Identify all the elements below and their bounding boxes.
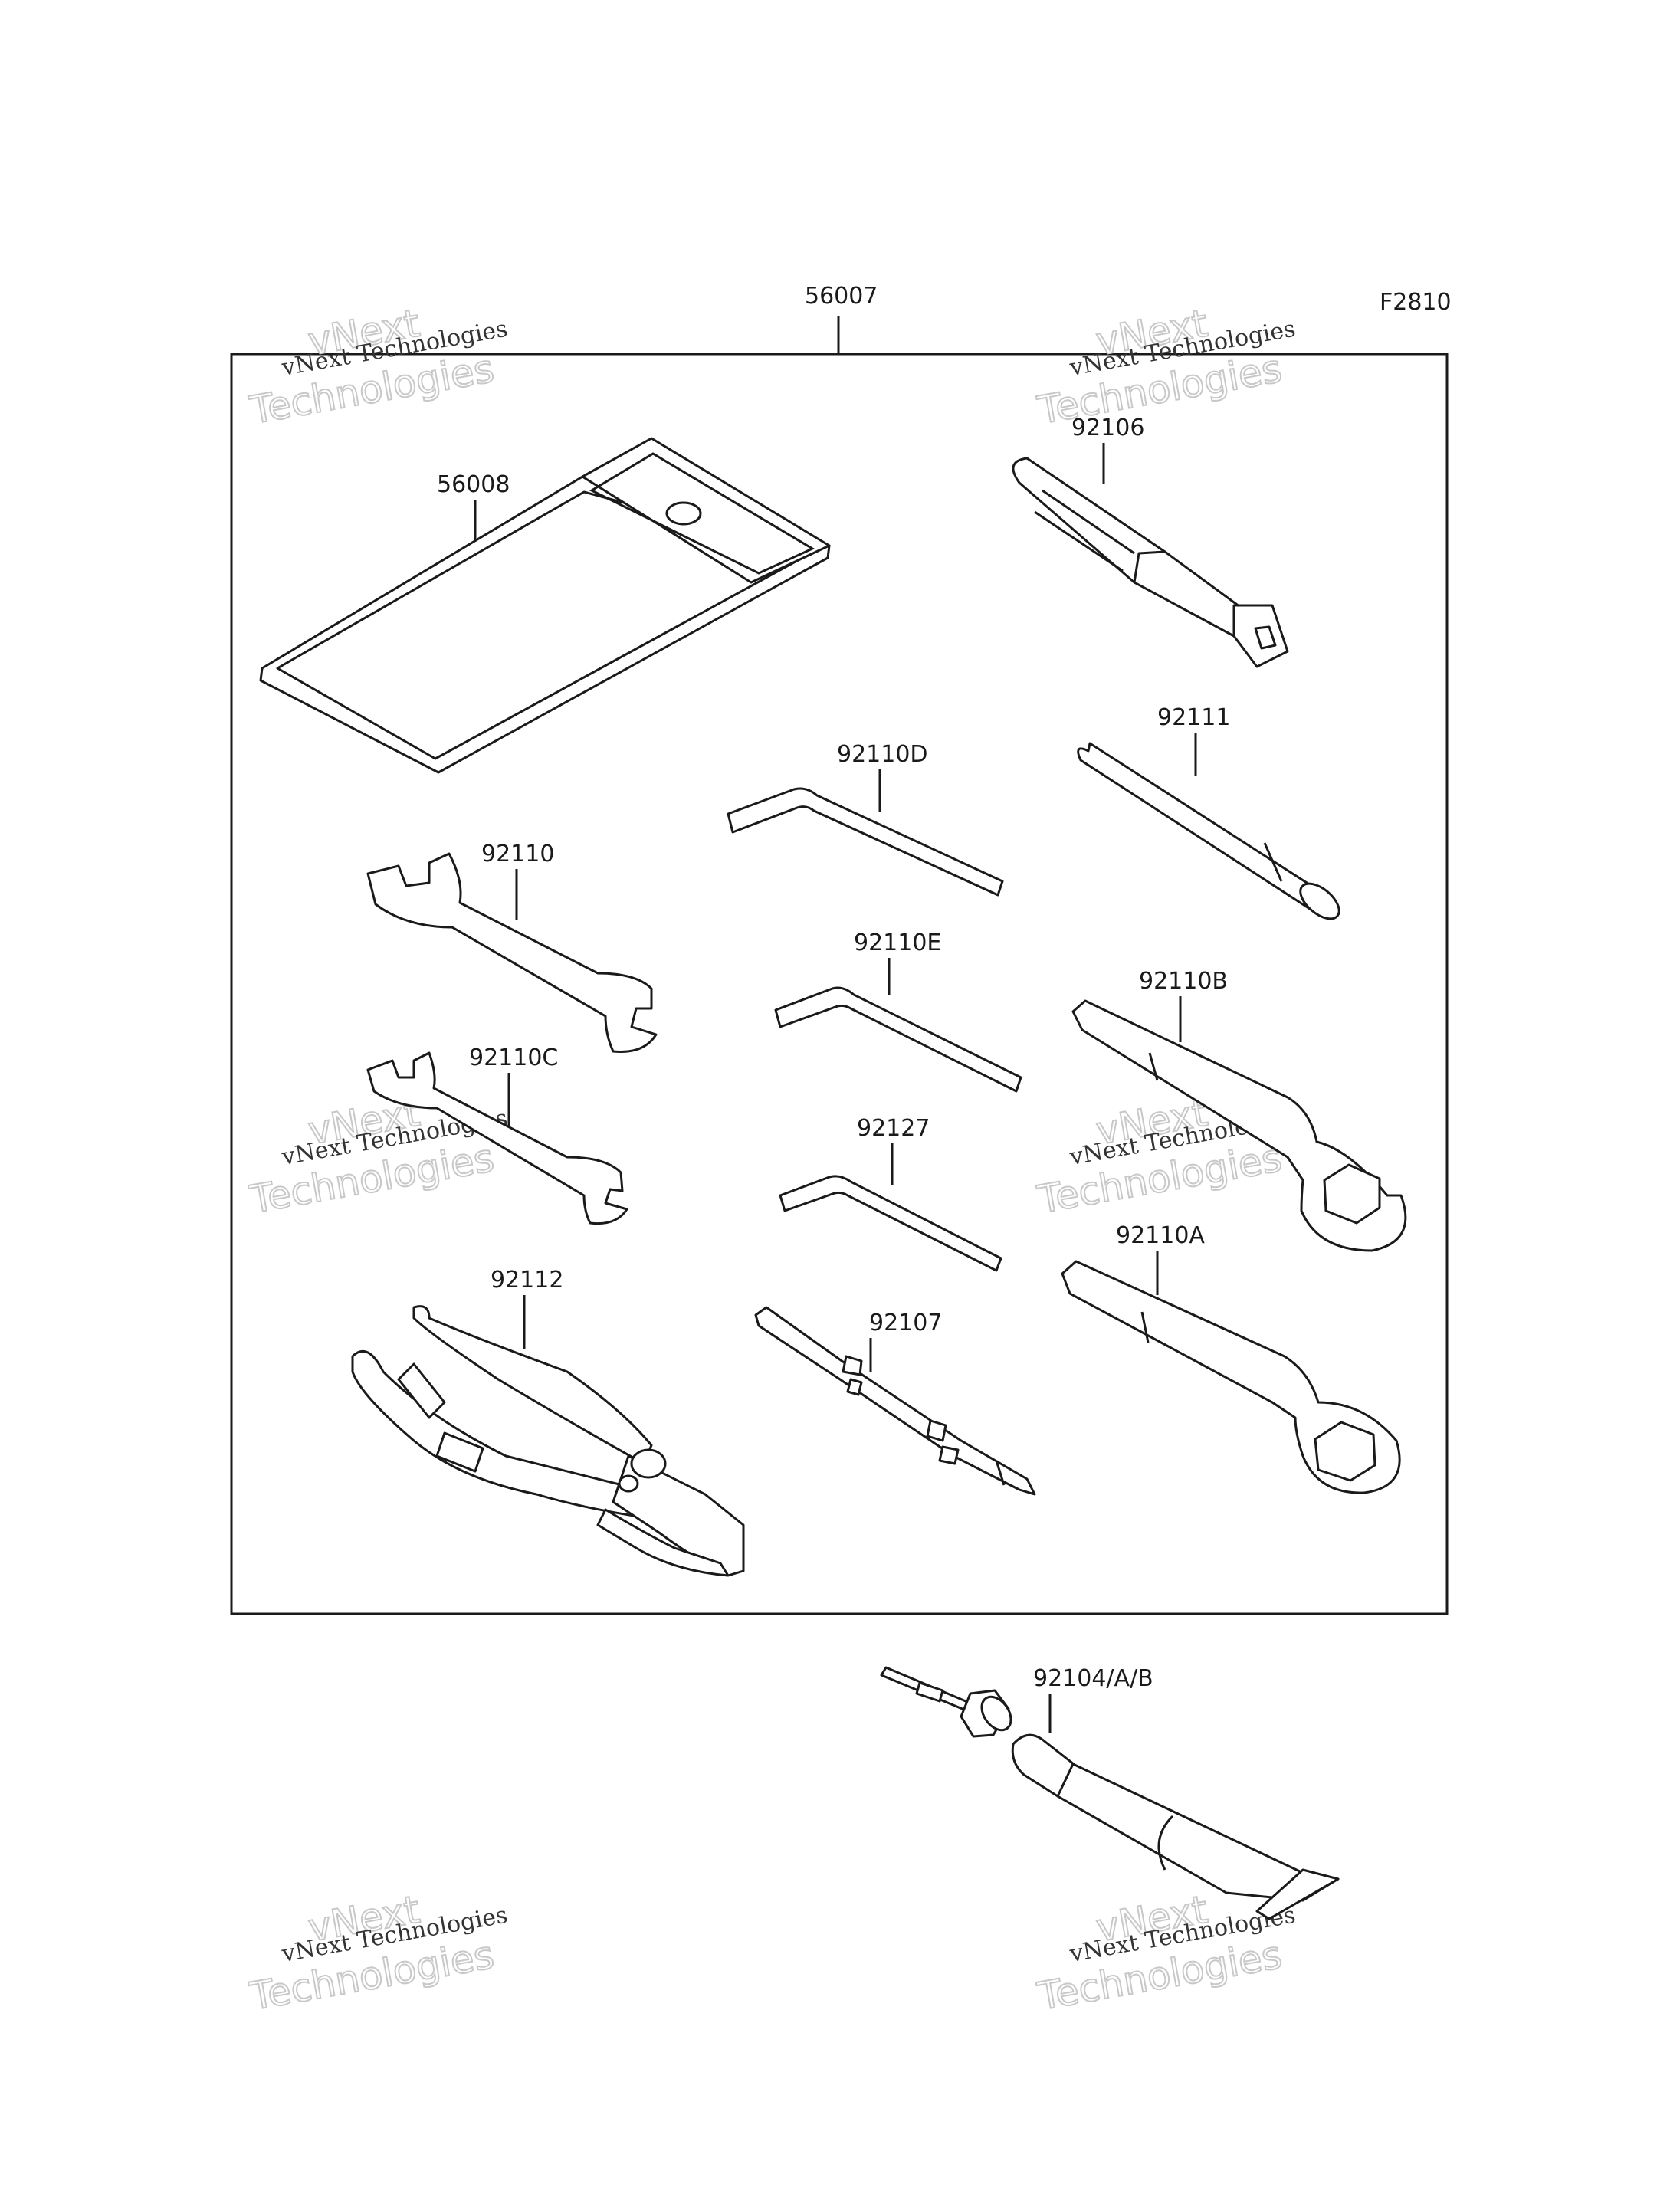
tool-bag-icon [259, 437, 831, 774]
part-label-92106: 92106 [1071, 415, 1144, 441]
part-92110[interactable]: 92110 [366, 841, 658, 1054]
part-92110C[interactable]: 92110C [366, 1044, 628, 1225]
hex-key-icon [779, 1175, 1002, 1272]
ring-wrench-icon [1061, 1260, 1401, 1494]
watermark-top-left: vNext vNext Technologies Technologies [245, 300, 510, 434]
watermark-top-right: vNext vNext Technologies Technologies [1033, 300, 1298, 434]
part-92106[interactable]: 92106 [1012, 415, 1289, 668]
part-label-92107: 92107 [869, 1310, 942, 1336]
part-92110D[interactable]: 92110D [727, 741, 1004, 897]
screwdriver-icon [754, 1306, 1036, 1496]
part-label-92110C: 92110C [469, 1044, 558, 1071]
part-92110E[interactable]: 92110E [774, 930, 1022, 1093]
part-label-56008: 56008 [437, 471, 510, 498]
kit-frame [230, 353, 1449, 1615]
assembly-label: 56007 [805, 283, 878, 310]
part-label-92110B: 92110B [1139, 968, 1228, 995]
part-label-92104: 92104/A/B [1033, 1665, 1153, 1692]
open-end-wrench-icon [366, 852, 658, 1054]
part-label-92110A: 92110A [1116, 1222, 1205, 1249]
part-92111[interactable]: 92111 [1077, 704, 1346, 926]
tommy-bar-icon [1077, 742, 1340, 920]
ring-wrench-icon [1071, 999, 1407, 1252]
part-92112[interactable]: 92112 [351, 1267, 745, 1577]
hex-key-icon [727, 787, 1004, 897]
part-92107[interactable]: 92107 [754, 1306, 1036, 1496]
part-92127[interactable]: 92127 [779, 1115, 1002, 1272]
watermark-middle-left: vNext vNext Technologies Technologies [245, 1090, 510, 1223]
part-92110B[interactable]: 92110B [1071, 968, 1407, 1252]
part-92110A[interactable]: 92110A [1061, 1222, 1401, 1494]
part-label-92110: 92110 [481, 841, 554, 867]
socket-driver-handle-icon [1012, 457, 1289, 668]
part-56008[interactable]: 56008 [259, 437, 831, 774]
figure-code: F2810 [1380, 289, 1452, 316]
part-label-92110D: 92110D [837, 741, 928, 768]
open-end-wrench-icon [366, 1051, 628, 1225]
part-label-92111: 92111 [1157, 704, 1230, 731]
hex-key-icon [774, 986, 1022, 1093]
watermark-bottom-left: vNext vNext Technologies Technologies [245, 1887, 510, 2020]
part-label-92110E: 92110E [854, 930, 941, 956]
part-label-92112: 92112 [491, 1267, 563, 1294]
part-label-92127: 92127 [857, 1115, 930, 1142]
pliers-icon [351, 1305, 745, 1577]
tire-repair-kit-icon [880, 1666, 1340, 1920]
part-92104[interactable]: 92104/A/B [880, 1665, 1340, 1920]
